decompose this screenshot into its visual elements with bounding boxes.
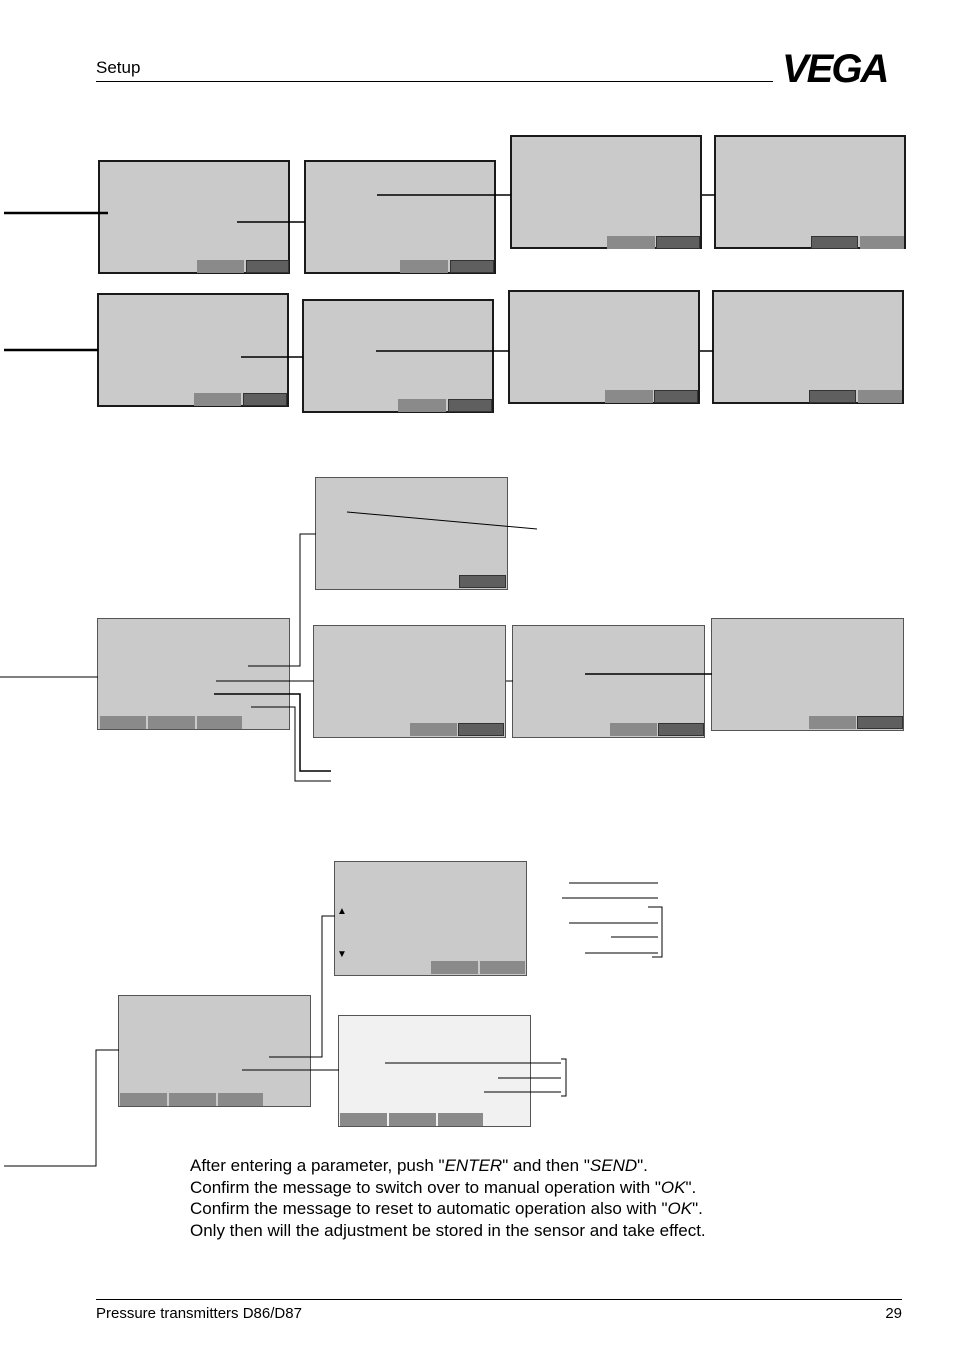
softkey-button[interactable] bbox=[340, 1113, 387, 1126]
softkey-button[interactable] bbox=[610, 723, 657, 736]
screen-r1-3 bbox=[510, 135, 702, 249]
screen-r2-4 bbox=[712, 290, 904, 404]
screen-s3-b bbox=[512, 625, 705, 738]
softkey-button[interactable] bbox=[860, 236, 904, 249]
screen-s4-main bbox=[118, 995, 311, 1107]
screen-s3-a bbox=[313, 625, 506, 738]
screen-r2-1 bbox=[97, 293, 289, 407]
screen-s3-c bbox=[711, 618, 904, 731]
screen-r1-4 bbox=[714, 135, 906, 249]
screen-r1-2 bbox=[304, 160, 496, 274]
softkey-button[interactable] bbox=[656, 236, 700, 249]
screen-s3-top bbox=[315, 477, 508, 590]
screen-r2-3 bbox=[508, 290, 700, 404]
softkey-button[interactable] bbox=[169, 1093, 216, 1106]
softkey-button[interactable] bbox=[811, 236, 858, 249]
softkey-button[interactable] bbox=[605, 390, 653, 403]
instruction-line-1: After entering a parameter, push "ENTER"… bbox=[190, 1156, 648, 1175]
instruction-line-3: Confirm the message to reset to automati… bbox=[190, 1199, 703, 1218]
softkey-button[interactable] bbox=[480, 961, 525, 974]
screen-s4-list: ▲ ▼ bbox=[334, 861, 527, 976]
screen-s4-info bbox=[338, 1015, 531, 1127]
footer-product: Pressure transmitters D86/D87 bbox=[96, 1305, 302, 1322]
softkey-button[interactable] bbox=[120, 1093, 167, 1106]
softkey-button[interactable] bbox=[410, 723, 457, 736]
softkey-button[interactable] bbox=[431, 961, 478, 974]
softkey-button[interactable] bbox=[400, 260, 448, 273]
softkey-button[interactable] bbox=[450, 260, 494, 273]
softkey-button[interactable] bbox=[809, 716, 856, 729]
section-title: Setup bbox=[96, 58, 141, 77]
softkey-button[interactable] bbox=[809, 390, 856, 403]
softkey-button[interactable] bbox=[857, 716, 903, 729]
instruction-line-2: Confirm the message to switch over to ma… bbox=[190, 1177, 697, 1197]
vega-logo: VEGA bbox=[782, 50, 889, 86]
softkey-button[interactable] bbox=[448, 399, 492, 412]
softkey-button[interactable] bbox=[438, 1113, 483, 1126]
softkey-button[interactable] bbox=[607, 236, 655, 249]
screen-s3-main bbox=[97, 618, 290, 730]
arrow-up-icon[interactable]: ▲ bbox=[337, 906, 347, 917]
screen-r1-1 bbox=[98, 160, 290, 274]
softkey-button[interactable] bbox=[458, 723, 504, 736]
header-rule bbox=[96, 81, 773, 82]
softkey-button[interactable] bbox=[389, 1113, 436, 1126]
arrow-down-icon[interactable]: ▼ bbox=[337, 949, 347, 960]
softkey-button[interactable] bbox=[398, 399, 446, 412]
softkey-button[interactable] bbox=[218, 1093, 263, 1106]
softkey-button[interactable] bbox=[658, 723, 704, 736]
screen-r2-2 bbox=[302, 299, 494, 413]
softkey-button[interactable] bbox=[194, 393, 241, 406]
softkey-button[interactable] bbox=[246, 260, 289, 273]
softkey-button[interactable] bbox=[459, 575, 506, 588]
softkey-button[interactable] bbox=[243, 393, 287, 406]
softkey-button[interactable] bbox=[654, 390, 698, 403]
softkey-button[interactable] bbox=[197, 260, 244, 273]
page-number: 29 bbox=[885, 1305, 902, 1322]
softkey-button[interactable] bbox=[100, 716, 146, 729]
softkey-button[interactable] bbox=[858, 390, 902, 403]
softkey-button[interactable] bbox=[197, 716, 242, 729]
instruction-line-4: Only then will the adjustment be stored … bbox=[190, 1220, 706, 1240]
instruction-text: After entering a parameter, push "ENTER"… bbox=[190, 1155, 790, 1241]
footer-rule bbox=[96, 1299, 902, 1300]
softkey-button[interactable] bbox=[148, 716, 195, 729]
svg-text:VEGA: VEGA bbox=[782, 50, 887, 86]
